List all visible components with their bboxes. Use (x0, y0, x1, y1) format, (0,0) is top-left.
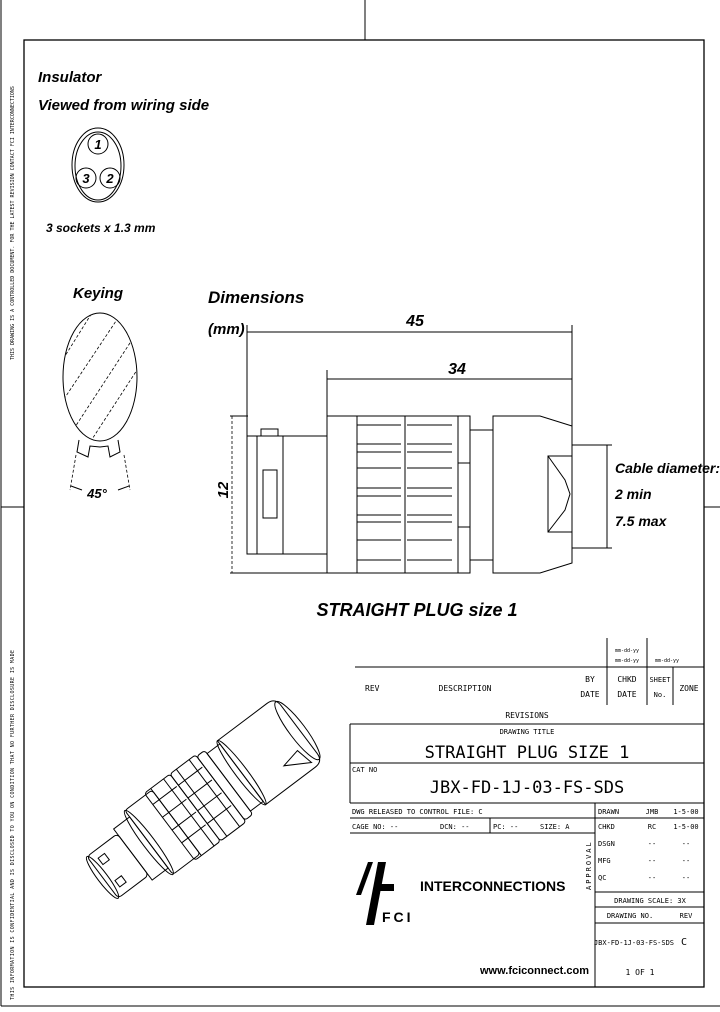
dimensions-unit: (mm) (208, 321, 245, 338)
socket-3 (75, 167, 97, 189)
drawing-scale: DRAWING SCALE: 3X (614, 897, 686, 905)
side-note-top: THIS DRAWING IS A CONTROLLED DOCUMENT. F… (10, 86, 16, 360)
svg-text:DATE: DATE (617, 690, 636, 699)
drawing-title: STRAIGHT PLUG SIZE 1 (425, 743, 630, 763)
svg-text:1: 1 (94, 137, 101, 152)
dim-diameter: 12 (215, 481, 232, 498)
rev-header: REV (365, 684, 380, 693)
dim-body-length: 34 (448, 361, 466, 378)
approvals-table: DRAWN JMB 1-5-00 CHKD RC 1-5-00 DSGN -- … (598, 808, 699, 882)
svg-text:mm-dd-yy: mm-dd-yy (655, 658, 679, 664)
svg-text:CAT NO: CAT NO (352, 766, 377, 774)
svg-text:SHEET: SHEET (649, 676, 671, 684)
svg-text:QC: QC (598, 874, 606, 882)
svg-text:3: 3 (82, 171, 90, 186)
insulator-view: Insulator Viewed from wiring side 1 2 3 … (38, 69, 209, 235)
svg-text:DRAWING TITLE: DRAWING TITLE (500, 728, 555, 736)
title-block: mm-dd-yy mm-dd-yy mm-dd-yy REV DESCRIPTI… (349, 638, 704, 987)
svg-text:DWG RELEASED TO CONTROL FILE:: DWG RELEASED TO CONTROL FILE: C (352, 808, 483, 816)
svg-text:1-5-00: 1-5-00 (673, 808, 698, 816)
cable-diameter-title: Cable diameter: (615, 460, 720, 476)
cable-diameter-min: 2 min (614, 486, 652, 502)
svg-text:CHKD: CHKD (617, 675, 636, 684)
cat-no: JBX-FD-1J-03-FS-SDS (430, 778, 624, 798)
socket-1 (87, 133, 109, 155)
svg-text:--: -- (682, 840, 690, 848)
fci-logo: FCI (356, 862, 414, 925)
svg-text:JMB: JMB (646, 808, 659, 816)
svg-text:SIZE: A: SIZE: A (540, 823, 570, 831)
svg-text:DSGN: DSGN (598, 840, 615, 848)
socket-2 (99, 167, 121, 189)
description-header: DESCRIPTION (439, 684, 492, 693)
plug-isometric-render (85, 700, 321, 899)
svg-text:1-5-00: 1-5-00 (673, 823, 698, 831)
svg-text:DCN: --: DCN: -- (440, 823, 470, 831)
svg-text:ZONE: ZONE (679, 684, 698, 693)
svg-text:mm-dd-yy: mm-dd-yy (615, 648, 639, 654)
dimensions-title: Dimensions (208, 288, 304, 307)
svg-text:PC: --: PC: -- (493, 823, 518, 831)
svg-text:CAGE NO: --: CAGE NO: -- (352, 823, 398, 831)
sheet-number: 1 OF 1 (626, 968, 655, 977)
svg-text:No.: No. (654, 691, 667, 699)
revisions-label: REVISIONS (505, 711, 549, 720)
svg-text:2: 2 (105, 171, 114, 186)
svg-text:DRAWING NO.: DRAWING NO. (607, 912, 653, 920)
svg-text:--: -- (648, 840, 656, 848)
plug-caption: STRAIGHT PLUG size 1 (316, 600, 517, 620)
side-note-bottom: THIS INFORMATION IS CONFIDENTIAL AND IS … (10, 650, 16, 1000)
svg-text:MFG: MFG (598, 857, 611, 865)
company-name: INTERCONNECTIONS (420, 878, 565, 894)
svg-text:--: -- (648, 874, 656, 882)
cable-diameter-max: 7.5 max (615, 513, 668, 529)
keying-title: Keying (73, 285, 123, 302)
keying-view: Keying 45° (62, 285, 138, 501)
revision-letter: C (681, 937, 687, 948)
keying-angle: 45° (86, 486, 107, 501)
svg-text:CHKD: CHKD (598, 823, 615, 831)
website-link[interactable]: www.fciconnect.com (479, 965, 589, 977)
plug-side-view: Dimensions (mm) 45 34 12 (208, 288, 720, 620)
svg-text:BY: BY (585, 675, 595, 684)
svg-text:DATE: DATE (580, 690, 599, 699)
approval-label: APPROVAL (585, 840, 593, 890)
dim-overall-length: 45 (405, 313, 425, 330)
svg-text:--: -- (648, 857, 656, 865)
svg-text:REV: REV (680, 912, 693, 920)
svg-text:DRAWN: DRAWN (598, 808, 619, 816)
svg-text:--: -- (682, 857, 690, 865)
insulator-subtitle: Viewed from wiring side (38, 97, 209, 114)
drawing-number: JBX-FD-1J-03-FS-SDS (594, 939, 674, 947)
svg-text:mm-dd-yy: mm-dd-yy (615, 658, 639, 664)
svg-text:RC: RC (648, 823, 656, 831)
svg-text:--: -- (682, 874, 690, 882)
fci-logo-text: FCI (382, 909, 414, 925)
insulator-note: 3 sockets x 1.3 mm (46, 221, 156, 235)
insulator-title: Insulator (38, 69, 103, 86)
